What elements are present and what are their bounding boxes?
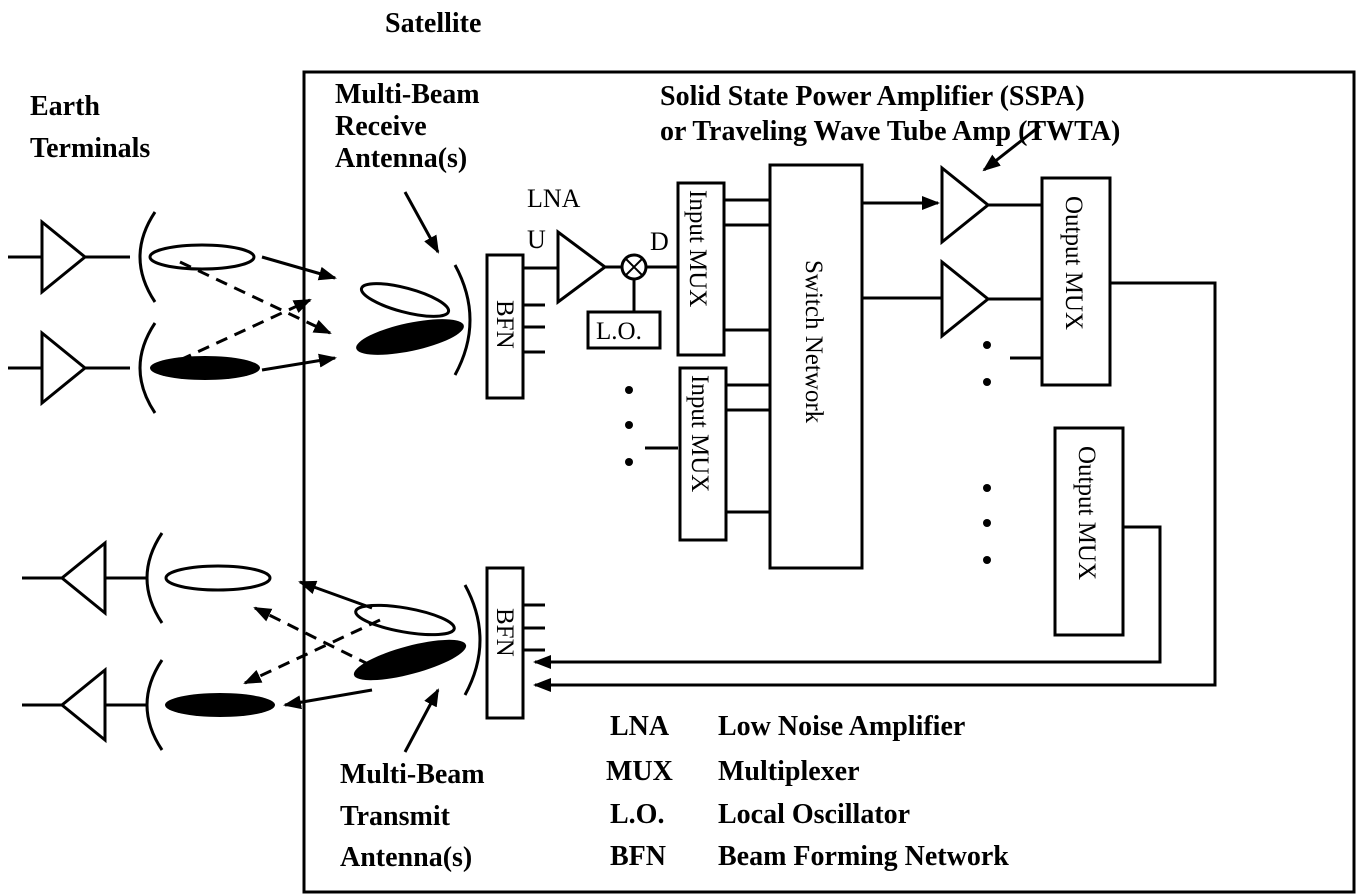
local-oscillator-box [586, 310, 662, 350]
rx-antenna-label-2: Receive [335, 111, 427, 142]
amplifier-pointer-arrow [982, 124, 1041, 172]
downlink-beam-2 [283, 688, 373, 710]
output-mux-box-2 [1053, 426, 1125, 637]
legend-desc-mux: Multiplexer [718, 756, 860, 787]
amplifier-label-1: Solid State Power Amplifier (SSPA) [660, 81, 1085, 112]
receive-antenna [356, 191, 472, 376]
legend-desc-lo: Local Oscillator [718, 799, 910, 830]
legend-desc-lna: Low Noise Amplifier [718, 711, 965, 742]
earth-terminals-label-1: Earth [30, 91, 100, 122]
transmit-antenna [353, 584, 482, 753]
uplink-crossbeam-2 [179, 298, 312, 362]
tx-antenna-label-2: Transmit [340, 801, 451, 832]
legend-abbr-lo: L.O. [610, 799, 664, 830]
switch-network-box [768, 163, 864, 570]
transmit-bfn-box [485, 566, 525, 720]
lna-label: LNA [527, 184, 581, 213]
output-mux-box-1 [1040, 176, 1112, 387]
uplink-beam-2 [261, 353, 337, 372]
input-mux-label-2: Input MUX [686, 375, 713, 492]
tx-antenna-label-3: Antenna(s) [340, 842, 472, 873]
power-amplifier-1 [940, 164, 991, 246]
output-mux-label-1: Output MUX [1060, 196, 1087, 330]
downlink-label: D [650, 227, 669, 256]
legend-abbr-mux: MUX [606, 756, 673, 787]
downlink-beam-1 [298, 580, 373, 610]
output-feed-line-1 [533, 281, 1217, 692]
power-amplifier-2 [940, 258, 991, 340]
downlink-crossbeam-1 [243, 618, 381, 685]
downlink-crossbeam-2 [253, 606, 371, 667]
tx-antenna-label-1: Multi-Beam [340, 759, 485, 790]
transmit-bfn-label: BFN [491, 608, 518, 657]
satellite-label: Satellite [385, 8, 481, 39]
amplifier-label-2: or Traveling Wave Tube Amp (TWTA) [660, 116, 1120, 147]
earth-terminals-label-2: Terminals [30, 133, 150, 164]
lna-amplifier [556, 229, 608, 305]
uplink-label: U [527, 225, 546, 254]
earth-terminal-up-2 [8, 322, 260, 414]
legend-desc-bfn: Beam Forming Network [718, 841, 1009, 872]
rx-antenna-label-1: Multi-Beam [335, 79, 480, 110]
uplink-beam-1 [261, 255, 337, 281]
output-mux-label-2: Output MUX [1073, 446, 1100, 580]
uplink-crossbeam-1 [179, 260, 332, 335]
switch-network-label: Switch Network [800, 260, 827, 424]
legend-abbr-bfn: BFN [610, 841, 666, 872]
earth-terminal-down-1 [22, 532, 272, 624]
local-oscillator-label: L.O. [596, 318, 642, 345]
input-mux-box-1 [676, 181, 726, 357]
rx-antenna-label-3: Antenna(s) [335, 143, 467, 174]
legend-abbr-lna: LNA [610, 711, 670, 742]
legend: LNA Low Noise Amplifier MUX Multiplexer … [606, 711, 1009, 872]
earth-terminal-down-2 [22, 659, 275, 751]
output-feed-line-2 [533, 525, 1162, 669]
earth-terminal-up-1 [8, 211, 256, 303]
receive-bfn-label: BFN [491, 300, 518, 349]
input-mux-label-1: Input MUX [684, 190, 711, 307]
input-mux-box-2 [678, 366, 728, 542]
